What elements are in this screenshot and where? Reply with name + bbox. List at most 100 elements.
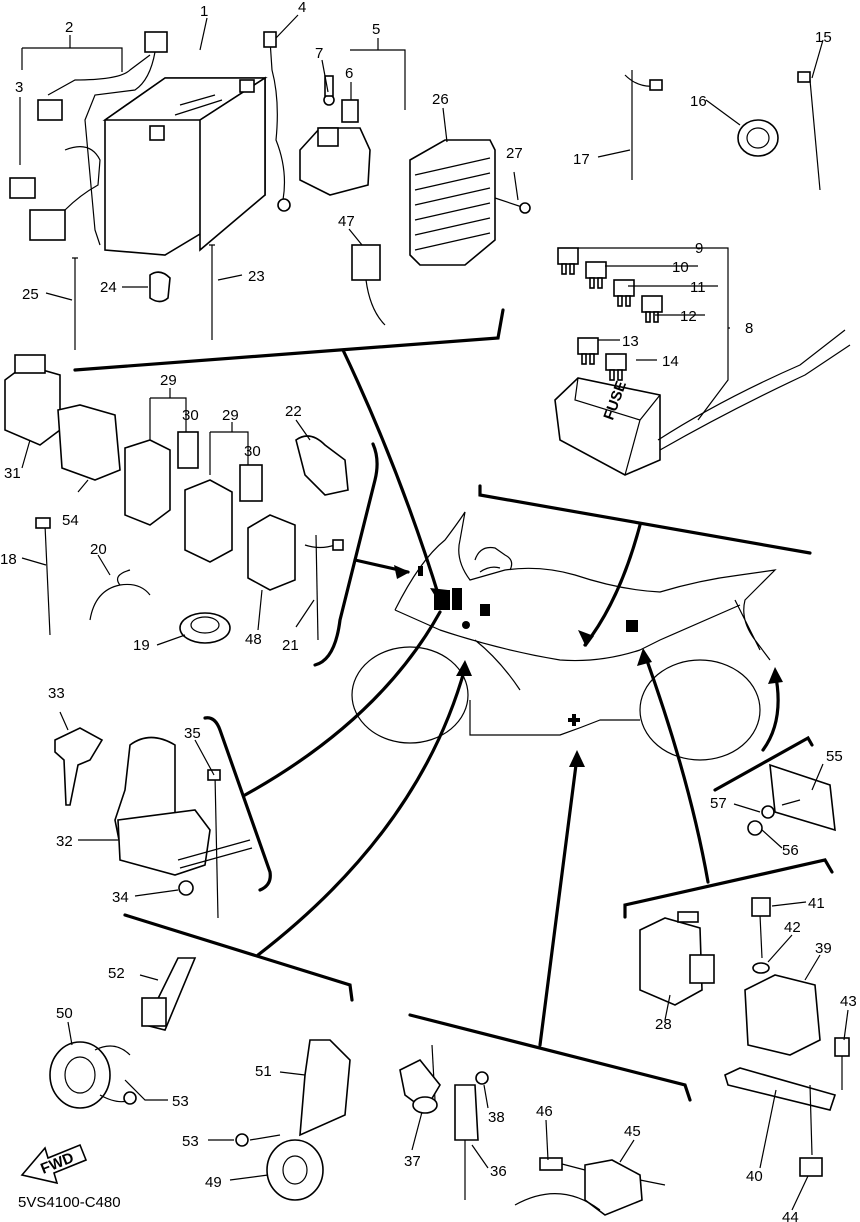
battery-group-bracket <box>73 308 505 372</box>
callout-26: 26 <box>432 91 449 108</box>
callout-43: 43 <box>840 993 857 1010</box>
callout-33: 33 <box>48 685 65 702</box>
relay-location-marker <box>434 590 450 610</box>
callout-2: 2 <box>65 19 73 36</box>
callout-29b: 29 <box>222 407 239 424</box>
callout-54: 54 <box>62 512 79 529</box>
sidestand-location-marker <box>568 714 580 726</box>
callout-36: 36 <box>490 1163 507 1180</box>
group-brackets <box>73 308 834 1102</box>
callout-46: 46 <box>536 1103 553 1120</box>
relay-location-marker-2 <box>452 588 462 610</box>
callout-13: 13 <box>622 333 639 350</box>
diagram-code: 5VS4100-C480 <box>18 1194 121 1211</box>
callout-30a: 30 <box>182 407 199 424</box>
ignition-group-bracket <box>203 716 272 892</box>
callout-38: 38 <box>488 1109 505 1126</box>
callout-16: 16 <box>690 93 707 110</box>
relay28-group-bracket <box>623 858 834 919</box>
battery-lead-part <box>9 31 168 246</box>
callout-24: 24 <box>100 279 117 296</box>
callout-42: 42 <box>784 919 801 936</box>
callout-14: 14 <box>662 353 679 370</box>
fuse-group-bracket <box>478 484 812 555</box>
callout-29a: 29 <box>160 372 177 389</box>
callout-15: 15 <box>815 29 832 46</box>
switch-location-marker <box>462 621 470 629</box>
callout-37: 37 <box>404 1153 421 1170</box>
callout-11: 11 <box>690 279 706 296</box>
callout-35: 35 <box>184 725 201 742</box>
callout-28: 28 <box>655 1016 672 1033</box>
relay-bracket-parts <box>639 897 850 1177</box>
horn-location-marker <box>418 566 423 576</box>
callout-18: 18 <box>0 551 17 568</box>
fuse-group-leader <box>583 523 642 647</box>
relay28-group-leader <box>643 653 710 884</box>
callout-19: 19 <box>133 637 150 654</box>
callout-17: 17 <box>573 151 590 168</box>
clamp-parts-top-right <box>624 70 821 191</box>
callout-56: 56 <box>782 842 799 859</box>
callout-40: 40 <box>746 1168 763 1185</box>
battery-part <box>102 76 268 256</box>
callout-23: 23 <box>248 268 265 285</box>
small-clamp-parts <box>35 517 344 644</box>
relay-group-bracket <box>313 442 379 667</box>
callout-3: 3 <box>15 79 23 96</box>
callout-9: 9 <box>695 240 703 257</box>
callout-44: 44 <box>782 1209 799 1222</box>
sidestand-group-leader <box>538 755 579 1047</box>
callout-50: 50 <box>56 1005 73 1022</box>
ignition-switch-part <box>54 727 253 919</box>
callout-25: 25 <box>22 286 39 303</box>
callout-57: 57 <box>710 795 727 812</box>
callout-22: 22 <box>285 403 302 420</box>
horn-group-bracket <box>123 913 354 1002</box>
cable-band-parts <box>72 244 215 350</box>
callout-34: 34 <box>112 889 129 906</box>
callout-53b: 53 <box>182 1133 199 1150</box>
callout-45: 45 <box>624 1123 641 1140</box>
callout-31: 31 <box>4 465 21 482</box>
callout-21: 21 <box>282 637 299 654</box>
sensor-location-marker <box>480 604 490 616</box>
callout-32: 32 <box>56 833 73 850</box>
callout-5: 5 <box>372 21 380 38</box>
callout-55: 55 <box>826 748 843 765</box>
sidestand-switch-parts <box>399 1044 666 1216</box>
reflector-group-leader <box>761 670 780 752</box>
ignition-group-leader <box>243 610 442 797</box>
callout-48: 48 <box>245 631 262 648</box>
reflector-parts <box>747 763 836 836</box>
battery-cable-part <box>263 31 291 212</box>
sidestand-group-bracket <box>408 1013 692 1102</box>
callout-41: 41 <box>808 895 825 912</box>
motorcycle-outline <box>351 511 777 761</box>
callout-30b: 30 <box>244 443 261 460</box>
battery-group-leader <box>341 348 442 602</box>
fuse-box-part <box>554 247 851 476</box>
callout-6: 6 <box>345 65 353 82</box>
fwd-arrow: FWD <box>20 1143 88 1185</box>
frame-outline <box>394 511 777 736</box>
callout-39: 39 <box>815 940 832 957</box>
callout-7: 7 <box>315 45 323 62</box>
horn-group-leader <box>256 666 467 957</box>
callout-52: 52 <box>108 965 125 982</box>
callout-leaders <box>19 14 849 1211</box>
front-wheel-outline <box>351 646 469 744</box>
relay-parts-left <box>4 354 349 591</box>
horn-parts <box>49 957 351 1201</box>
callout-51: 51 <box>255 1063 272 1080</box>
reflector-group-bracket <box>713 735 814 792</box>
callout-47: 47 <box>338 213 355 230</box>
rectifier-regulator-part <box>409 139 531 266</box>
connector-47-part <box>351 244 386 326</box>
rear-relay-location-marker <box>626 620 638 632</box>
callout-4: 4 <box>298 0 306 16</box>
fairing-outline <box>474 546 513 573</box>
callout-53a: 53 <box>172 1093 189 1110</box>
